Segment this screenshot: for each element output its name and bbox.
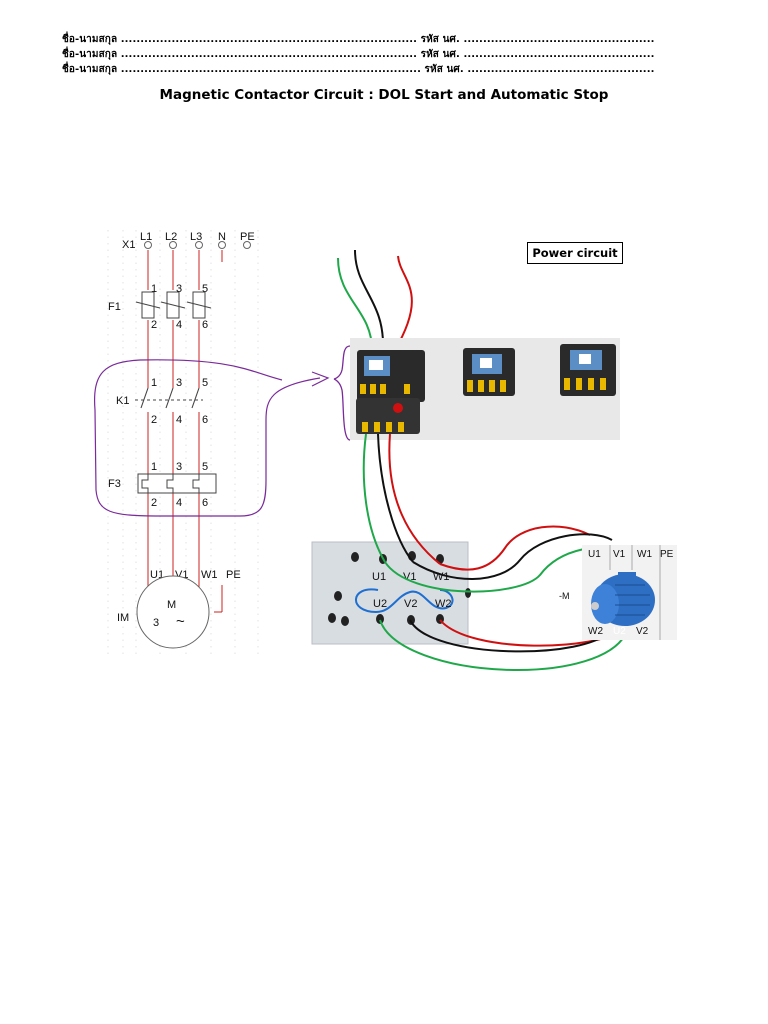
f1-bottom-2: 2 (151, 319, 157, 331)
brace-icon (333, 345, 351, 441)
motor-3-label: 3 (153, 617, 159, 629)
terminal-circles (144, 241, 251, 249)
motor-im-label: IM (117, 612, 129, 624)
motor-v1: V1 (613, 549, 626, 560)
motor-term-pe: PE (226, 569, 241, 581)
terminal-l1: L1 (140, 231, 152, 243)
k1-bottom-2: 2 (151, 414, 157, 426)
terminal-l3: L3 (190, 231, 202, 243)
motor-term-w1: W1 (201, 569, 218, 581)
motor-w2: W2 (588, 626, 603, 637)
motor-u2: U2 (613, 626, 626, 637)
motor-v2: V2 (636, 626, 649, 637)
k1-top-3: 3 (176, 377, 182, 389)
f3-top-1: 1 (151, 461, 157, 473)
terminal-block-label: X1 (122, 239, 135, 251)
f3-bottom-2: 2 (151, 497, 157, 509)
motor-ac-symbol: ~ (176, 613, 185, 630)
schematic-conductors (147, 250, 223, 613)
fuse-f1-symbols (135, 291, 212, 319)
f1-top-5: 5 (202, 283, 208, 295)
f3-top-3: 3 (176, 461, 182, 473)
contactor-k1-symbols (135, 387, 203, 409)
contactor-k1-label: K1 (116, 395, 129, 407)
name-field-row-2: ชื่อ-นามสกุล ...........................… (62, 49, 655, 60)
power-circuit-label: Power circuit (527, 242, 623, 264)
box-v2: V2 (404, 598, 417, 610)
k1-bottom-4: 4 (176, 414, 182, 426)
arrow-icon (311, 371, 330, 387)
k1-bottom-6: 6 (202, 414, 208, 426)
f1-bottom-4: 4 (176, 319, 182, 331)
motor-symbol-circle (136, 575, 210, 649)
f3-bottom-6: 6 (202, 497, 208, 509)
motor-tag-m: -M (559, 591, 570, 601)
k1-top-5: 5 (202, 377, 208, 389)
f1-top-3: 3 (176, 283, 182, 295)
f3-top-5: 5 (202, 461, 208, 473)
terminal-pe: PE (240, 231, 255, 243)
contactor-to-box-wires (362, 433, 441, 565)
contactor-photo-panel (350, 338, 620, 440)
purple-grouping-outline (93, 359, 321, 517)
terminal-l2: L2 (165, 231, 177, 243)
f1-top-1: 1 (151, 283, 157, 295)
page-title: Magnetic Contactor Circuit : DOL Start a… (159, 87, 609, 103)
motor-m-label: M (167, 599, 176, 611)
motor-terminal-box (311, 541, 471, 645)
name-field-row-1: ชื่อ-นามสกุล ...........................… (62, 34, 655, 45)
overload-f3-symbol (137, 473, 217, 494)
k1-top-1: 1 (151, 377, 157, 389)
overload-f3-label: F3 (108, 478, 121, 490)
motor-photo (582, 545, 677, 640)
box-u1: U1 (372, 571, 386, 583)
motor-u1: U1 (588, 549, 601, 560)
f1-bottom-6: 6 (202, 319, 208, 331)
motor-w1: W1 (637, 549, 652, 560)
f3-bottom-4: 4 (176, 497, 182, 509)
terminal-n: N (218, 231, 226, 243)
box-w2: W2 (435, 598, 452, 610)
motor-pe: PE (660, 549, 674, 560)
incoming-wires (337, 249, 413, 351)
box-u2: U2 (373, 598, 387, 610)
name-field-row-3: ชื่อ-นามสกุล ...........................… (62, 64, 655, 75)
fuse-f1-label: F1 (108, 301, 121, 313)
